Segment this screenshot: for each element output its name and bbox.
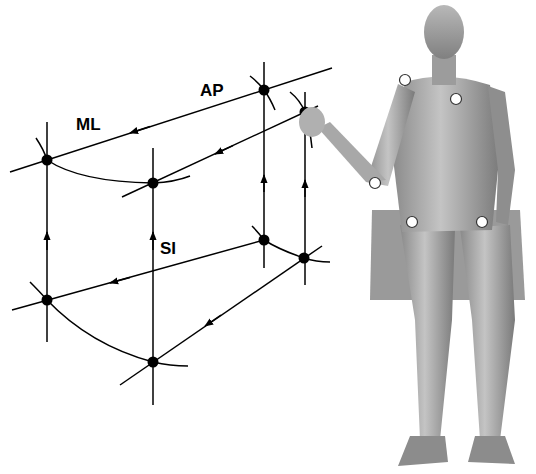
axis-label: SI — [160, 240, 176, 257]
axis-label: ML — [76, 116, 101, 133]
axis-label: AP — [200, 82, 224, 99]
